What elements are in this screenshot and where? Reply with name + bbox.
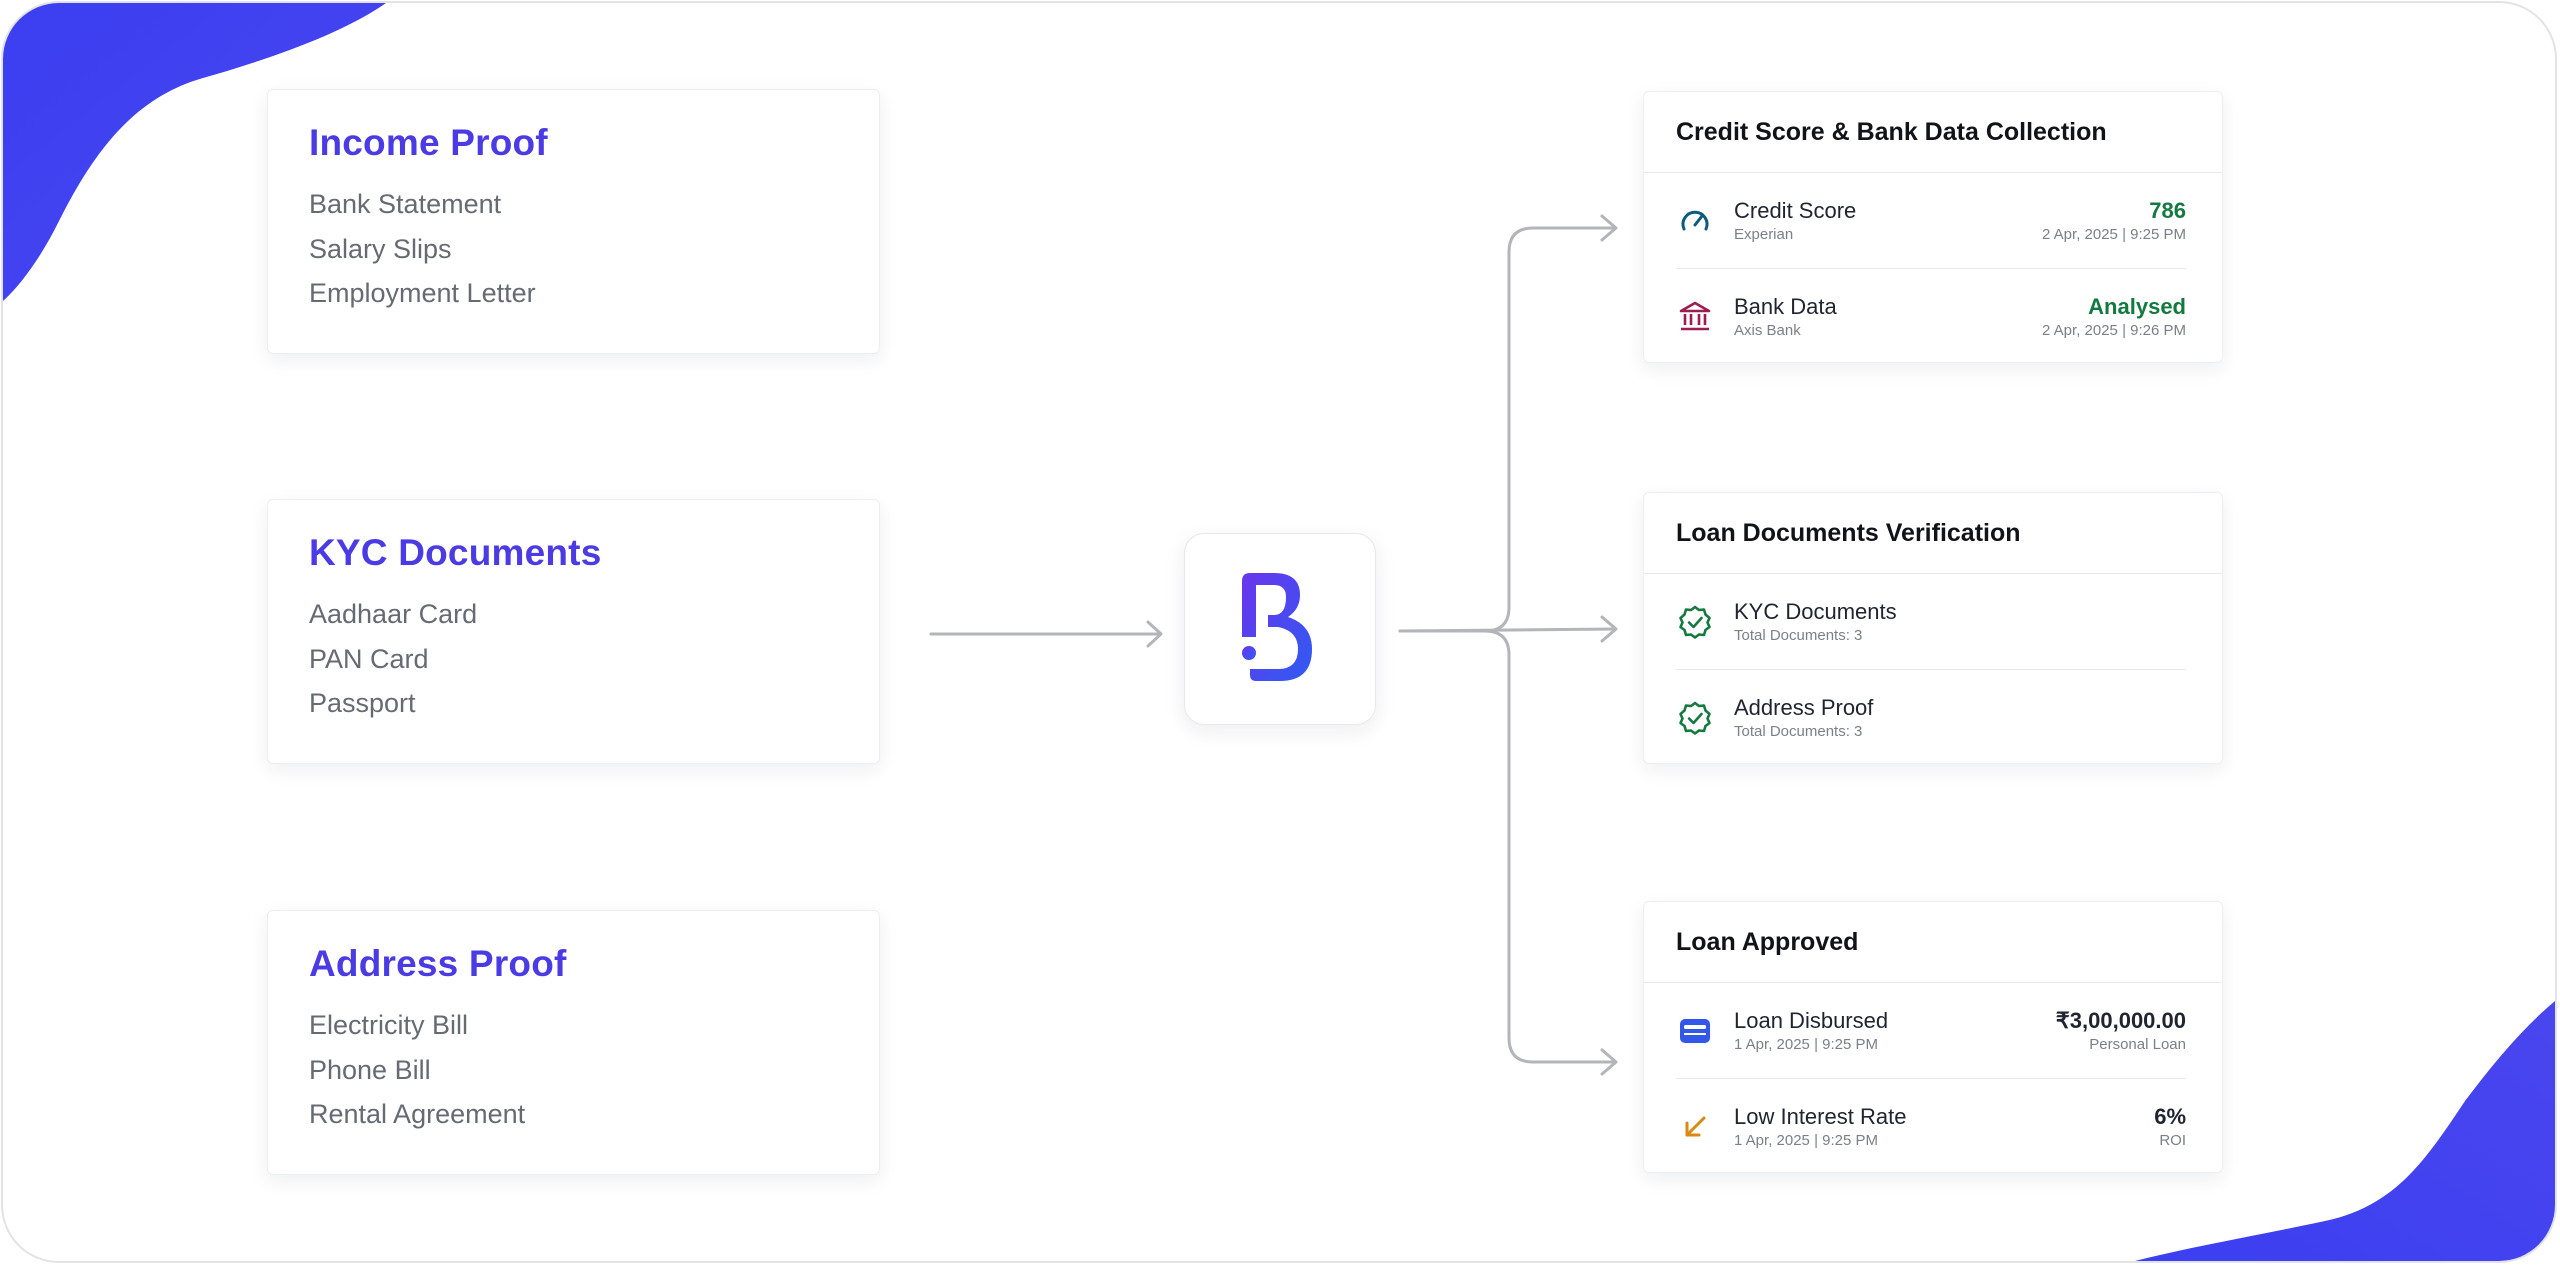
result-card-verification: Loan Documents Verification KYC Document… bbox=[1643, 492, 2223, 764]
arrow-hub-to-approved bbox=[1483, 629, 1617, 1064]
source-item: Aadhaar Card bbox=[309, 599, 478, 629]
interest-rate-value: 6% bbox=[2154, 1103, 2186, 1129]
row-label: KYC Documents bbox=[1734, 598, 1897, 624]
source-item: Phone Bill bbox=[309, 1054, 431, 1085]
row-sub: 1 Apr, 2025 | 9:25 PM bbox=[1734, 1131, 1878, 1149]
row-label: Bank Data bbox=[1734, 293, 1837, 319]
b-brand-logo-icon bbox=[1242, 573, 1312, 681]
credit-score-value: 786 bbox=[2149, 197, 2186, 223]
decorative-blob-top-left bbox=[3, 3, 386, 301]
row-timestamp: 2 Apr, 2025 | 9:26 PM bbox=[2042, 321, 2186, 339]
result-card-loan-approved: Loan Approved Loan Disbursed 1 Apr, 2025… bbox=[1643, 901, 2223, 1173]
row-sub: Experian bbox=[1734, 225, 1794, 243]
bank-data-status: Analysed bbox=[2088, 293, 2186, 319]
verified-badge-icon bbox=[1676, 603, 1714, 641]
arrow-hub-to-credit bbox=[1398, 226, 1617, 633]
source-card-income-proof: Income Proof Bank Statement Salary Slips… bbox=[267, 89, 880, 354]
result-card-title: Credit Score & Bank Data Collection bbox=[1644, 92, 2222, 173]
row-sub: 1 Apr, 2025 | 9:25 PM bbox=[1734, 1035, 1878, 1053]
row-label: Low Interest Rate bbox=[1734, 1103, 1907, 1129]
source-item: PAN Card bbox=[309, 643, 429, 674]
source-card-kyc-documents: KYC Documents Aadhaar Card PAN Card Pass… bbox=[267, 499, 880, 764]
row-sub: Total Documents: 3 bbox=[1734, 626, 1863, 644]
source-card-title: Income Proof bbox=[309, 122, 548, 163]
row-sub: Axis Bank bbox=[1734, 321, 1801, 339]
gauge-icon bbox=[1676, 202, 1714, 240]
row-label: Loan Disbursed bbox=[1734, 1007, 1889, 1033]
result-card-title: Loan Approved bbox=[1644, 902, 2222, 983]
source-item: Bank Statement bbox=[309, 189, 502, 219]
decorative-blob-bottom-right bbox=[2135, 1001, 2555, 1261]
source-card-address-proof: Address Proof Electricity Bill Phone Bil… bbox=[267, 910, 880, 1175]
loan-type-label: Personal Loan bbox=[2089, 1035, 2186, 1053]
source-item: Salary Slips bbox=[309, 233, 452, 264]
result-row-interest-rate: Low Interest Rate 1 Apr, 2025 | 9:25 PM … bbox=[1676, 1079, 2186, 1174]
source-item: Employment Letter bbox=[309, 278, 536, 308]
source-item: Passport bbox=[309, 688, 416, 718]
result-row-credit-score: Credit Score Experian 786 2 Apr, 2025 | … bbox=[1676, 173, 2186, 269]
result-row-loan-disbursed: Loan Disbursed 1 Apr, 2025 | 9:25 PM ₹3,… bbox=[1676, 983, 2186, 1079]
source-item: Electricity Bill bbox=[309, 1010, 469, 1040]
source-card-title: Address Proof bbox=[309, 943, 567, 984]
wallet-card-icon bbox=[1676, 1012, 1714, 1050]
row-timestamp: 2 Apr, 2025 | 9:25 PM bbox=[2042, 225, 2186, 243]
verified-badge-icon bbox=[1676, 699, 1714, 737]
row-label: Address Proof bbox=[1734, 694, 1874, 720]
result-row-address-proof: Address Proof Total Documents: 3 bbox=[1676, 670, 2186, 765]
result-row-kyc-documents: KYC Documents Total Documents: 3 bbox=[1676, 574, 2186, 670]
hub-logo-tile bbox=[1184, 533, 1376, 725]
bank-icon bbox=[1676, 298, 1714, 336]
source-item: Rental Agreement bbox=[309, 1099, 526, 1129]
loan-amount-value: ₹3,00,000.00 bbox=[2055, 1007, 2186, 1033]
arrow-hub-to-verification bbox=[1398, 627, 1617, 633]
row-label: Credit Score bbox=[1734, 197, 1857, 223]
row-sub: Total Documents: 3 bbox=[1734, 722, 1863, 740]
result-card-title: Loan Documents Verification bbox=[1644, 493, 2222, 574]
result-row-bank-data: Bank Data Axis Bank Analysed 2 Apr, 2025… bbox=[1676, 269, 2186, 364]
source-card-title: KYC Documents bbox=[309, 532, 602, 573]
roi-label: ROI bbox=[2159, 1131, 2186, 1149]
arrow-down-left-icon bbox=[1676, 1108, 1714, 1146]
result-card-credit-bank: Credit Score & Bank Data Collection Cred… bbox=[1643, 91, 2223, 363]
